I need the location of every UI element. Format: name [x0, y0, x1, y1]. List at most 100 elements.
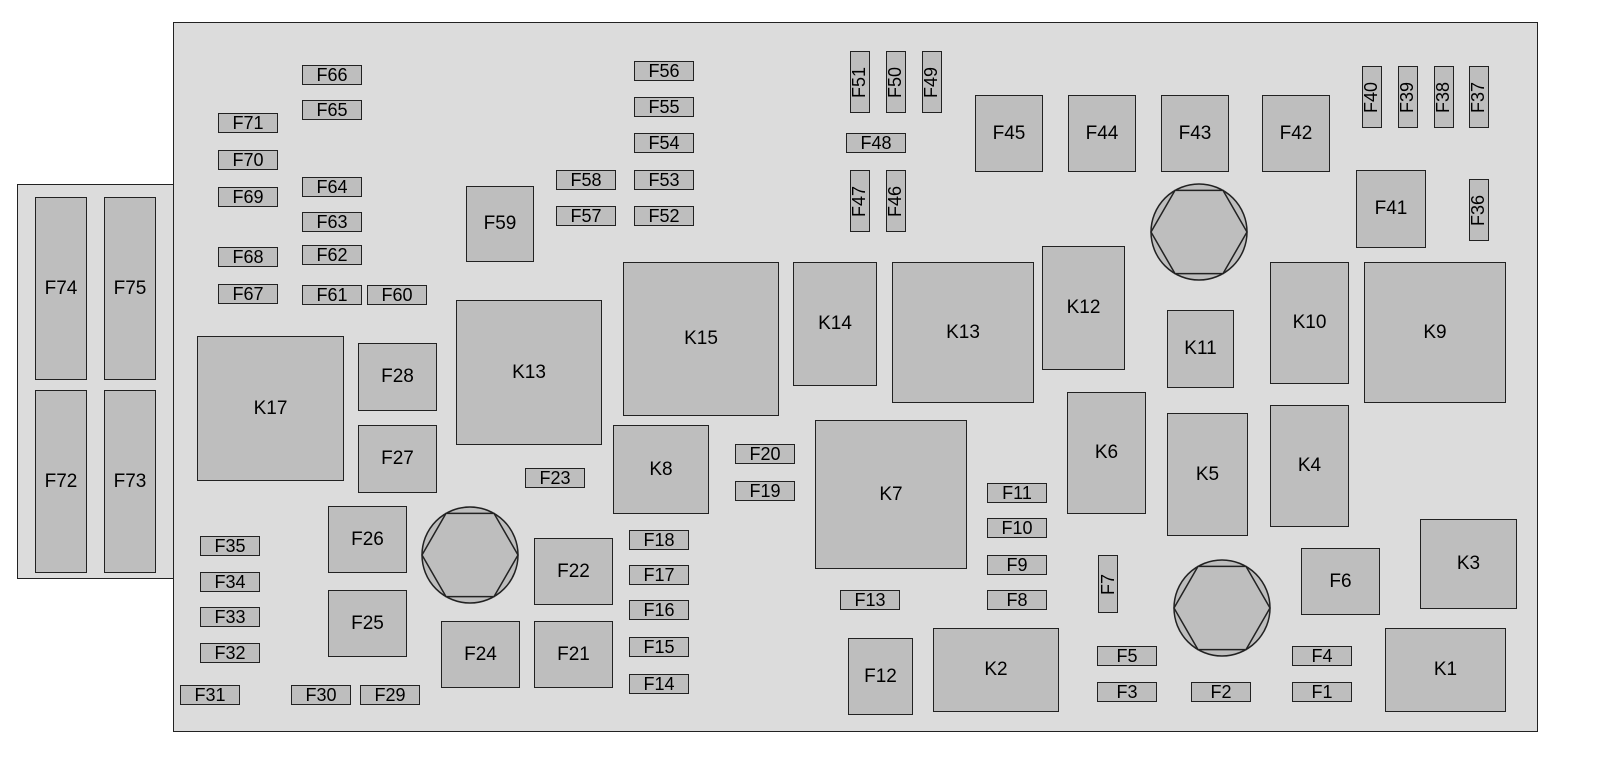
- component-label: K1: [1433, 659, 1458, 680]
- component-label: K10: [1292, 312, 1327, 333]
- fuse-f37: F37: [1469, 66, 1489, 128]
- fuse-f70: F70: [218, 150, 278, 170]
- component-label: F17: [643, 564, 675, 585]
- fuse-f50: F50: [886, 51, 906, 113]
- component-label: F28: [381, 366, 414, 387]
- fuse-f64: F64: [302, 177, 362, 197]
- component-label: F70: [232, 149, 264, 170]
- fuse-f73: F73: [104, 390, 156, 573]
- fuse-f59: F59: [466, 186, 534, 262]
- fuse-f69: F69: [218, 187, 278, 207]
- fuse-f60: F60: [367, 285, 427, 305]
- component-label: F10: [1001, 517, 1033, 538]
- component-label: F35: [214, 535, 246, 556]
- relay-k9: K9: [1364, 262, 1506, 403]
- component-label: F2: [1210, 681, 1232, 702]
- fuse-f74: F74: [35, 197, 87, 380]
- fuse-f66: F66: [302, 65, 362, 85]
- fuse-f35: F35: [200, 536, 260, 556]
- fuse-f65: F65: [302, 100, 362, 120]
- fuse-f11: F11: [987, 483, 1047, 503]
- fuse-f17: F17: [629, 565, 689, 585]
- component-label: F48: [860, 132, 892, 153]
- component-label: K5: [1195, 463, 1220, 485]
- fuse-f63: F63: [302, 212, 362, 232]
- fuse-f39: F39: [1398, 66, 1418, 128]
- component-label: F36: [1468, 194, 1489, 226]
- component-label: F26: [351, 528, 384, 550]
- mounting-bolt-icon: [421, 506, 519, 604]
- relay-k6: K6: [1067, 392, 1146, 514]
- fuse-f13: F13: [840, 590, 900, 610]
- fuse-f26: F26: [328, 506, 407, 573]
- component-label: F72: [44, 470, 78, 492]
- fuse-f57: F57: [556, 206, 616, 226]
- fuse-f75: F75: [104, 197, 156, 380]
- component-label: F40: [1361, 81, 1382, 113]
- fuse-f53: F53: [634, 170, 694, 190]
- component-label: F13: [854, 589, 886, 610]
- relay-k3: K3: [1420, 519, 1517, 609]
- fuse-f10: F10: [987, 518, 1047, 538]
- fuse-f55: F55: [634, 97, 694, 117]
- component-label: F38: [1433, 81, 1454, 113]
- component-label: F59: [483, 213, 517, 234]
- component-label: K11: [1184, 338, 1217, 359]
- fuse-f12: F12: [848, 638, 913, 715]
- component-label: F24: [464, 643, 497, 665]
- component-label: F64: [316, 176, 348, 197]
- component-label: F69: [232, 186, 264, 207]
- component-label: F68: [232, 246, 264, 267]
- component-label: F73: [113, 470, 147, 492]
- component-label: K4: [1297, 455, 1322, 476]
- component-label: F58: [570, 169, 602, 190]
- fuse-f19: F19: [735, 481, 795, 501]
- component-label: F71: [232, 112, 264, 133]
- fuse-f2: F2: [1191, 682, 1251, 702]
- fuse-f38: F38: [1434, 66, 1454, 128]
- fuse-f42: F42: [1262, 95, 1330, 172]
- fuse-f71: F71: [218, 113, 278, 133]
- fuse-f5: F5: [1097, 646, 1157, 666]
- component-label: F52: [648, 205, 680, 226]
- relay-k1: K1: [1385, 628, 1506, 712]
- fuse-f9: F9: [987, 555, 1047, 575]
- relay-k15: K15: [623, 262, 779, 416]
- component-label: F50: [885, 66, 906, 98]
- relay-k10: K10: [1270, 262, 1349, 384]
- fuse-f3: F3: [1097, 682, 1157, 702]
- component-label: K12: [1066, 297, 1101, 318]
- fuse-f30: F30: [291, 685, 351, 705]
- component-label: F34: [214, 571, 246, 592]
- component-label: K2: [984, 659, 1008, 680]
- fuse-f68: F68: [218, 247, 278, 267]
- fuse-f43: F43: [1161, 95, 1229, 172]
- fuse-f51: F51: [850, 51, 870, 113]
- fuse-f21: F21: [534, 621, 613, 688]
- component-label: F45: [992, 122, 1026, 144]
- component-label: F29: [374, 684, 406, 705]
- fuse-f49: F49: [922, 51, 942, 113]
- component-label: F39: [1397, 81, 1418, 113]
- component-label: F31: [194, 684, 226, 705]
- fuse-f72: F72: [35, 390, 87, 573]
- component-label: F20: [749, 443, 781, 464]
- component-label: F65: [316, 99, 348, 120]
- relay-k13: K13: [456, 300, 602, 445]
- fuse-f6: F6: [1301, 548, 1380, 615]
- component-label: F43: [1178, 122, 1212, 144]
- fuse-f4: F4: [1292, 646, 1352, 666]
- fuse-f22: F22: [534, 538, 613, 605]
- fuse-f33: F33: [200, 607, 260, 627]
- relay-k13: K13: [892, 262, 1034, 403]
- fuse-f16: F16: [629, 600, 689, 620]
- fuse-f28: F28: [358, 343, 437, 411]
- component-label: F8: [1006, 589, 1028, 610]
- relay-k5: K5: [1167, 413, 1248, 536]
- relay-k14: K14: [793, 262, 877, 386]
- component-label: F42: [1279, 122, 1313, 144]
- component-label: F25: [351, 612, 384, 634]
- fuse-f14: F14: [629, 674, 689, 694]
- component-label: F49: [921, 66, 942, 98]
- fuse-f46: F46: [886, 170, 906, 232]
